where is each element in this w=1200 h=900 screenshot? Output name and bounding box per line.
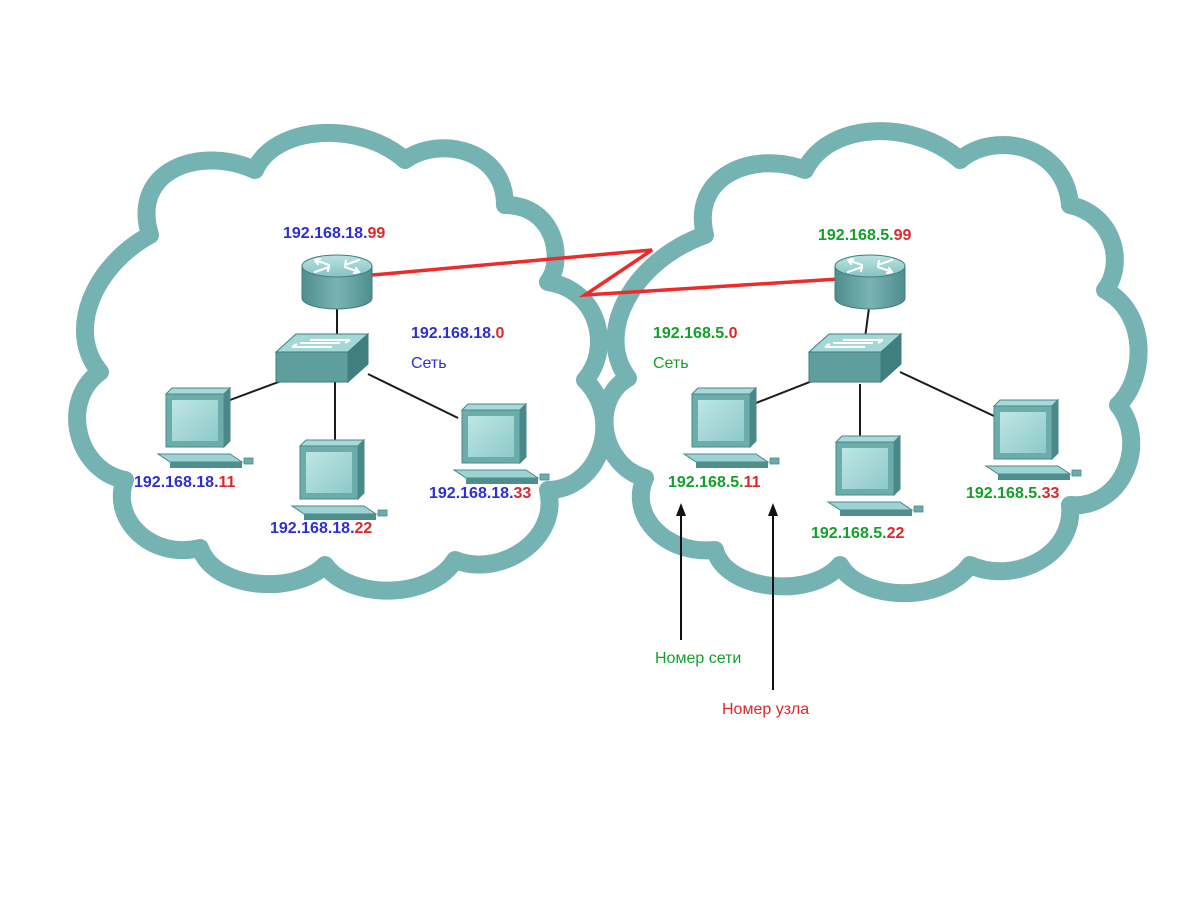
network-part: 192.168.5.: [966, 485, 1042, 502]
pc3-address-right: 192.168.5.33: [966, 486, 1059, 502]
switch-icon[interactable]: [275, 333, 369, 383]
network-address-left: 192.168.18.0: [411, 326, 504, 342]
pc2-address-right: 192.168.5.22: [811, 526, 904, 542]
network-part: 192.168.5.: [653, 325, 729, 342]
host-part: 99: [367, 225, 386, 242]
host-part: 33: [1041, 485, 1060, 502]
network-part: 192.168.18.: [134, 474, 219, 491]
legend-host-number: Номер узла: [722, 701, 810, 718]
host-part: 11: [218, 474, 236, 491]
arrow-up-icon: [768, 503, 778, 690]
network-part: 192.168.5.: [818, 227, 894, 244]
network-caption-right: Сеть: [653, 355, 689, 372]
pc3-address-left: 192.168.18.33: [429, 486, 531, 502]
host-part: 0: [728, 325, 738, 342]
network-part: 192.168.18.: [283, 225, 368, 242]
pc1-address-left: 192.168.18.11: [134, 475, 235, 491]
router-address-right: 192.168.5.99: [818, 228, 911, 244]
network-part: 192.168.18.: [270, 520, 355, 537]
router-icon[interactable]: [300, 253, 374, 311]
legend-network-number: Номер сети: [655, 650, 742, 667]
host-part: 22: [886, 525, 905, 542]
host-part: 33: [513, 485, 532, 502]
pc1-address-right: 192.168.5.11: [668, 475, 761, 491]
network-part: 192.168.5.: [811, 525, 887, 542]
network-caption-left: Сеть: [411, 355, 447, 372]
host-part: 0: [495, 325, 505, 342]
wan-link: [371, 248, 871, 298]
router-icon[interactable]: [833, 253, 907, 311]
arrow-up-icon: [676, 503, 686, 640]
network-part: 192.168.18.: [411, 325, 496, 342]
network-address-right: 192.168.5.0: [653, 326, 738, 342]
host-part: 22: [354, 520, 373, 537]
host-part: 11: [743, 474, 761, 491]
network-part: 192.168.18.: [429, 485, 514, 502]
pc2-address-left: 192.168.18.22: [270, 521, 372, 537]
network-part: 192.168.5.: [668, 474, 744, 491]
host-part: 99: [893, 227, 912, 244]
router-address-left: 192.168.18.99: [283, 226, 385, 242]
switch-icon[interactable]: [808, 333, 902, 383]
